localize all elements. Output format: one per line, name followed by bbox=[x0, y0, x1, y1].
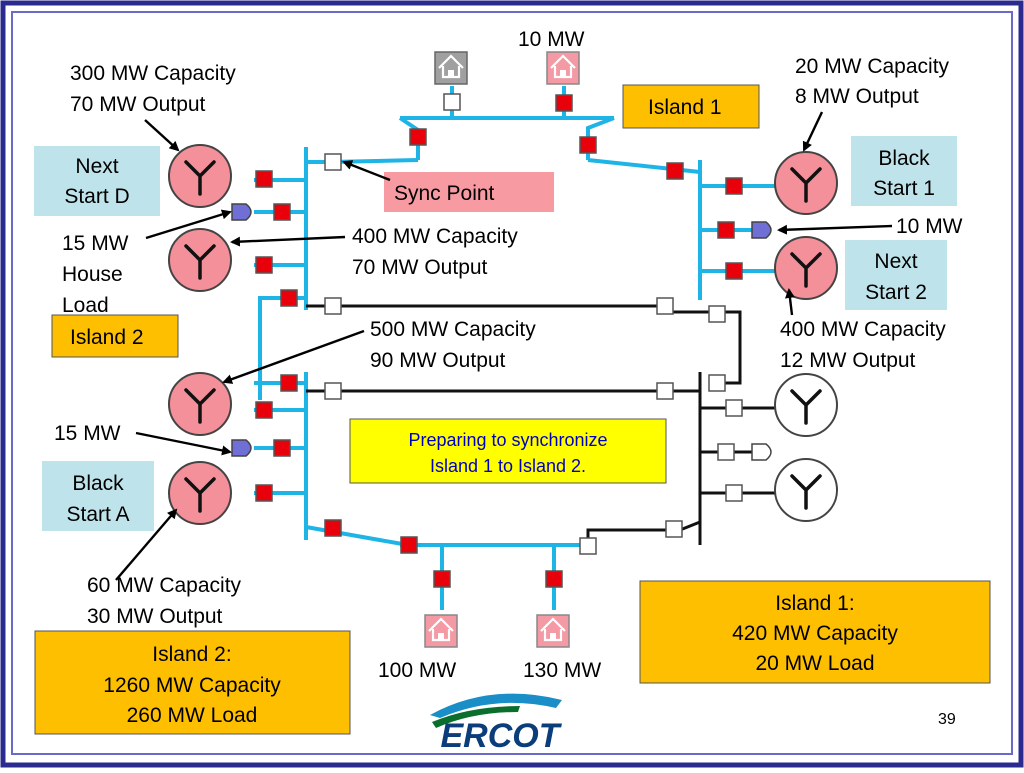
house-load-icon-top-right bbox=[546, 51, 580, 85]
house-load-line1: 15 MW bbox=[62, 232, 129, 255]
island2-tag-box bbox=[51, 314, 179, 358]
gen-2-output: 12 MW Output bbox=[780, 349, 916, 372]
island2-summary-line1: Island 2: bbox=[152, 643, 231, 666]
next-start-2-line1: Next bbox=[874, 250, 917, 273]
next-start-d-line2: Start D bbox=[64, 185, 129, 208]
right-load-label: 10 MW bbox=[896, 215, 963, 238]
gen-b1-capacity: 20 MW Capacity bbox=[795, 55, 950, 78]
next-start-d-box bbox=[34, 146, 160, 216]
next-start-2-box bbox=[845, 240, 947, 310]
black-start-1-box bbox=[851, 136, 957, 206]
page-number: 39 bbox=[938, 711, 956, 728]
preparing-line1: Preparing to synchronize bbox=[408, 430, 607, 450]
generator-icon-black-start-1 bbox=[774, 151, 838, 215]
sync-point-box bbox=[384, 172, 554, 212]
left-load-label: 15 MW bbox=[54, 422, 121, 445]
load-130-label: 130 MW bbox=[523, 659, 601, 682]
preparing-box bbox=[349, 418, 667, 484]
black-start-a-box bbox=[42, 461, 154, 531]
black-start-1-line2: Start 1 bbox=[873, 177, 935, 200]
ercot-logo: ERCOT bbox=[430, 693, 563, 755]
gen-b1-output: 8 MW Output bbox=[795, 85, 919, 108]
island1-tag-box bbox=[622, 84, 760, 129]
house-load-icon-top-left bbox=[434, 51, 468, 85]
island1-summary-line3: 20 MW Load bbox=[755, 652, 874, 675]
callout-arrows bbox=[115, 111, 893, 581]
ercot-logo-text: ERCOT bbox=[441, 717, 563, 755]
generator-icon-offline-1 bbox=[774, 373, 838, 437]
house-load-line3: Load bbox=[62, 294, 109, 317]
island1-summary-line2: 420 MW Capacity bbox=[732, 622, 898, 645]
house-load-icon-100mw bbox=[424, 614, 458, 648]
gen-d-capacity: 300 MW Capacity bbox=[70, 62, 236, 85]
gen-mid-output: 70 MW Output bbox=[352, 256, 488, 279]
island1-summary-line1: Island 1: bbox=[775, 592, 854, 615]
island2-tag: Island 2 bbox=[70, 326, 144, 349]
island1-summary-box bbox=[639, 580, 991, 684]
house-load-line2: House bbox=[62, 263, 123, 286]
gen-a-capacity: 60 MW Capacity bbox=[87, 574, 242, 597]
load-100-label: 100 MW bbox=[378, 659, 456, 682]
sync-point-label: Sync Point bbox=[394, 182, 495, 205]
black-start-a-line2: Start A bbox=[66, 503, 129, 526]
next-start-d-line1: Next bbox=[75, 155, 118, 178]
generator-icon-offline-2 bbox=[774, 458, 838, 522]
load-symbols bbox=[231, 203, 772, 461]
generator-icon-next-start-2 bbox=[774, 236, 838, 300]
island2-summary-line3: 260 MW Load bbox=[127, 704, 258, 727]
next-start-2-line2: Start 2 bbox=[865, 281, 927, 304]
gen-2-capacity: 400 MW Capacity bbox=[780, 318, 946, 341]
breakers bbox=[255, 93, 743, 588]
generator-icon-a bbox=[168, 461, 232, 525]
house-load-icon-130mw bbox=[536, 614, 570, 648]
island1-tag: Island 1 bbox=[648, 96, 722, 119]
generator-icon-d bbox=[168, 144, 232, 208]
gen-d-output: 70 MW Output bbox=[70, 93, 206, 116]
gen-mid-capacity: 400 MW Capacity bbox=[352, 225, 518, 248]
generator-icon-c bbox=[168, 372, 232, 436]
generator-icon-mid-left bbox=[168, 228, 232, 292]
preparing-line2: Island 1 to Island 2. bbox=[430, 456, 586, 476]
top-load-label: 10 MW bbox=[518, 28, 585, 51]
gen-c-capacity: 500 MW Capacity bbox=[370, 318, 536, 341]
gen-c-output: 90 MW Output bbox=[370, 349, 506, 372]
island2-summary-box bbox=[34, 630, 351, 735]
black-start-a-line1: Black bbox=[72, 472, 124, 495]
black-start-1-line1: Black bbox=[878, 147, 930, 170]
gen-a-output: 30 MW Output bbox=[87, 605, 223, 628]
island2-summary-line2: 1260 MW Capacity bbox=[103, 674, 281, 697]
